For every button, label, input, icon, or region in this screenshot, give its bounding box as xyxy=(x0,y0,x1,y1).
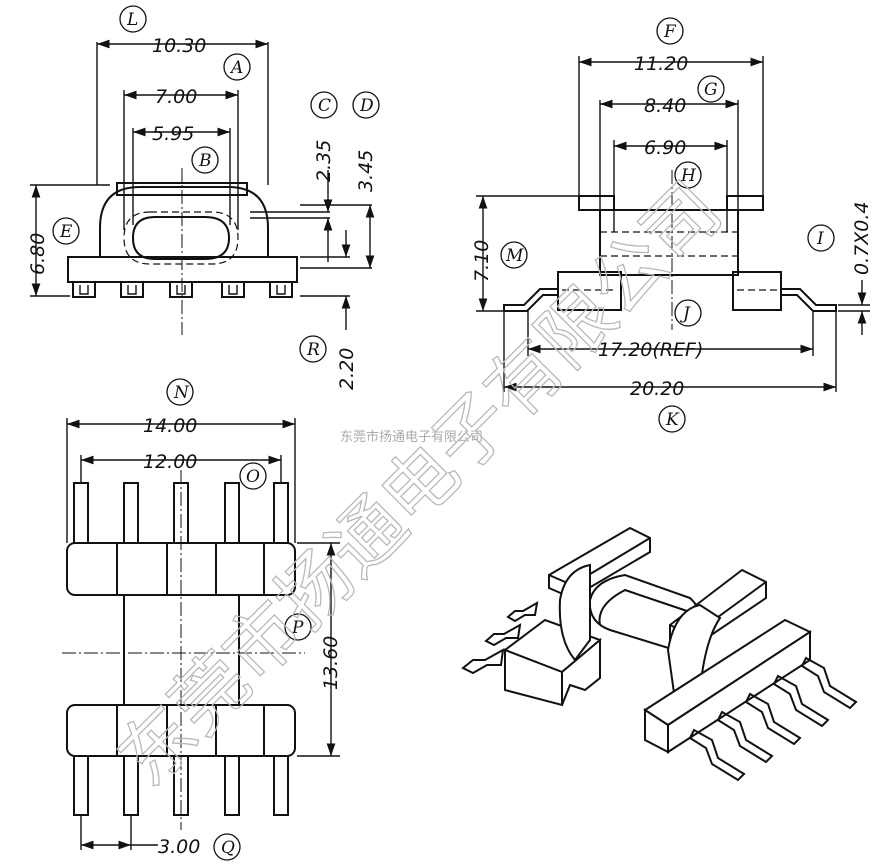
svg-text:I: I xyxy=(816,229,824,249)
dim-O: 12.00 xyxy=(143,451,197,473)
svg-text:D: D xyxy=(359,96,374,116)
svg-text:C: C xyxy=(318,96,331,116)
iso-leads-left xyxy=(461,601,539,675)
bottom-view-core xyxy=(123,595,240,705)
side-view-left-lead xyxy=(503,288,558,312)
svg-text:O: O xyxy=(246,467,260,487)
svg-text:E: E xyxy=(59,222,73,242)
svg-text:K: K xyxy=(665,410,680,430)
svg-text:M: M xyxy=(505,246,524,266)
iso-leads-right xyxy=(688,656,858,782)
svg-text:J: J xyxy=(680,304,691,324)
dim-E: 6.80 xyxy=(27,233,49,275)
dim-M: 7.10 xyxy=(471,240,493,282)
dim-A: 7.00 xyxy=(155,86,197,108)
ref-A: A xyxy=(223,53,251,81)
dim-I: 0.7X0.4 xyxy=(851,202,873,275)
ref-Q: Q xyxy=(213,833,241,861)
top-view-core xyxy=(131,216,231,260)
bottom-view: 14.00 12.00 13.60 3.00 N O P Q xyxy=(62,378,342,861)
svg-text:G: G xyxy=(704,80,718,100)
ref-M: M xyxy=(500,241,528,269)
svg-text:P: P xyxy=(291,618,304,638)
ref-D: D xyxy=(352,91,380,119)
ref-I: I xyxy=(807,224,835,252)
ref-R: R xyxy=(299,335,327,363)
dim-L: 10.30 xyxy=(152,35,206,57)
top-view-body xyxy=(99,186,269,258)
ref-L: L xyxy=(119,5,147,33)
side-view-right-flange xyxy=(726,195,764,211)
watermark-small: 东莞市扬通电子有限公司 xyxy=(340,429,483,445)
dim-N: 14.00 xyxy=(143,415,197,437)
dim-P: 13.60 xyxy=(320,636,342,690)
ref-K: K xyxy=(658,405,686,433)
top-view-pins xyxy=(72,282,293,298)
ref-O: O xyxy=(239,462,267,490)
svg-text:A: A xyxy=(229,58,243,78)
svg-text:Q: Q xyxy=(221,838,235,858)
dim-C: 2.35 xyxy=(313,140,335,182)
side-view-base-right xyxy=(732,271,782,311)
ref-F: F xyxy=(656,17,684,45)
svg-text:N: N xyxy=(173,383,190,403)
ref-H: H xyxy=(674,161,702,189)
side-view-left-flange xyxy=(578,195,615,211)
top-view-slot xyxy=(123,211,239,265)
dim-D: 3.45 xyxy=(355,150,377,192)
side-view-base-left xyxy=(557,271,622,311)
dim-B: 5.95 xyxy=(152,123,194,145)
dim-Q: 3.00 xyxy=(158,836,200,858)
watermark-large: 东莞市扬通电子有限公司 xyxy=(102,166,738,802)
dim-K: 20.20 xyxy=(630,378,684,400)
side-view-right-lead xyxy=(781,288,837,312)
ref-C: C xyxy=(310,91,338,119)
svg-text:F: F xyxy=(663,22,677,42)
ref-J: J xyxy=(674,299,702,327)
dim-J: 17.20(REF) xyxy=(598,339,703,361)
ref-B: B xyxy=(191,146,219,174)
ref-N: N xyxy=(166,378,194,406)
svg-text:R: R xyxy=(306,340,320,360)
ref-P: P xyxy=(284,613,312,641)
ref-G: G xyxy=(697,75,725,103)
dim-H: 6.90 xyxy=(644,137,686,159)
top-view: 10.30 7.00 5.95 6.80 2.35 3.45 2.20 L A … xyxy=(27,5,380,390)
dim-G: 8.40 xyxy=(644,95,686,117)
isometric-view xyxy=(461,526,858,782)
svg-text:L: L xyxy=(126,10,138,30)
ref-E: E xyxy=(52,217,80,245)
side-view: 11.20 8.40 6.90 7.10 17.20(REF) 20.20 0.… xyxy=(471,17,873,433)
dim-R: 2.20 xyxy=(336,348,358,390)
svg-text:B: B xyxy=(198,151,212,171)
side-view-core xyxy=(599,209,739,276)
dim-F: 11.20 xyxy=(634,53,688,75)
svg-text:H: H xyxy=(680,166,697,186)
